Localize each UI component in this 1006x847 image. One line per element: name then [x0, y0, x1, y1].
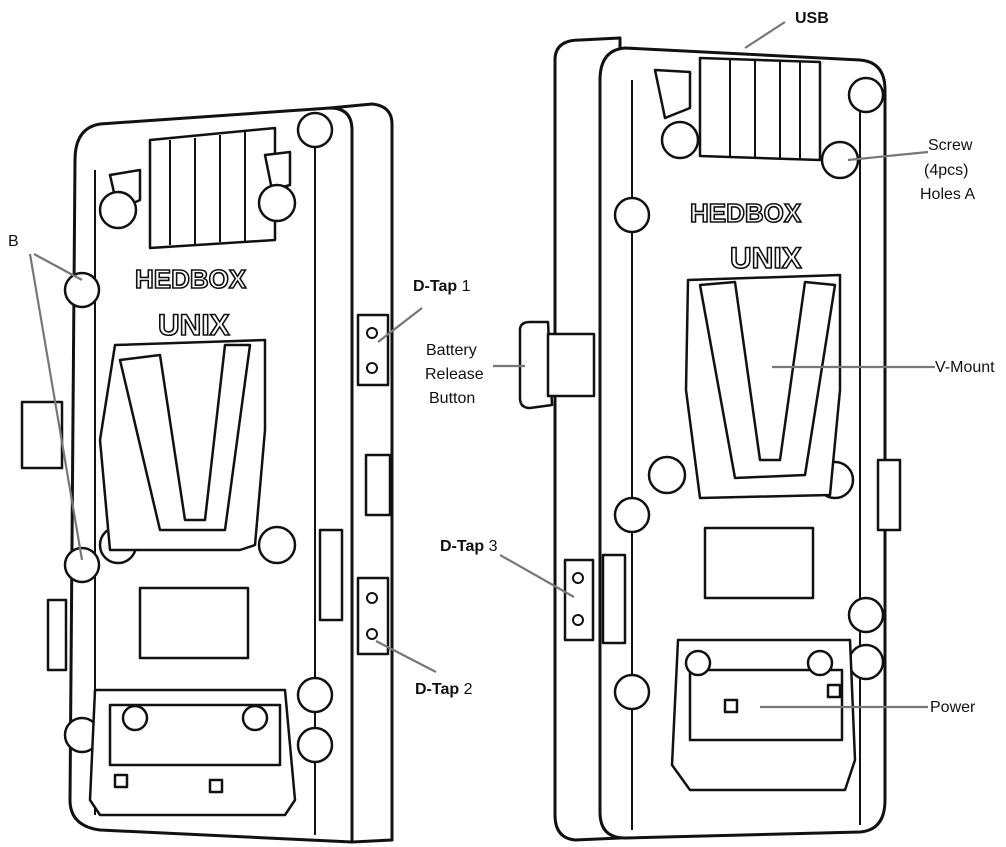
- battery-label-line2: Release: [425, 366, 484, 383]
- right-screw-hole-bottom-left: [647, 455, 687, 495]
- right-vmount-wedge: [698, 280, 837, 480]
- dtap3-label: D-Tap 3: [440, 538, 498, 555]
- left-b-hole-top: [63, 271, 101, 309]
- usb-label: USB: [795, 10, 829, 27]
- battery-label-line1: Battery: [426, 342, 477, 359]
- dtap3-leader: [499, 554, 575, 598]
- left-release-button: [20, 400, 64, 470]
- left-model: UNIX: [158, 309, 230, 342]
- left-vmount-wedge: [118, 343, 252, 532]
- usb-leader: [744, 21, 786, 49]
- right-screw-hole-top-left: [660, 120, 700, 160]
- battery-label-line3: Button: [429, 390, 475, 407]
- left-top-clip: [148, 126, 277, 250]
- right-release-button: [518, 320, 554, 410]
- left-label-area: [138, 586, 250, 660]
- screw-label-line1: Screw: [928, 137, 973, 154]
- left-b-hole-middle: [63, 546, 101, 584]
- right-plate: HEDBOX UNIX: [518, 36, 902, 842]
- left-plate: HEDBOX UNIX: [20, 102, 394, 844]
- callouts: USB Screw (4pcs) Holes A B D-Tap 1 Batte…: [8, 10, 995, 716]
- left-screw-hole-top-right: [257, 183, 297, 223]
- left-screw-hole-top-left: [98, 190, 138, 230]
- power-label: Power: [930, 699, 976, 716]
- right-label-area: [703, 526, 815, 600]
- b-label: B: [8, 233, 19, 250]
- vmount-label: V-Mount: [935, 359, 995, 376]
- left-dtap-1: [356, 313, 390, 387]
- screw-label-line2: (4pcs): [924, 162, 968, 179]
- b-leader-bottom: [28, 253, 84, 561]
- right-logo: HEDBOX: [690, 198, 802, 228]
- screw-label-line3: Holes A: [920, 186, 975, 203]
- left-screw-hole-bottom-right: [257, 525, 297, 565]
- right-top-clip: [698, 56, 822, 162]
- b-leader-top: [33, 253, 83, 281]
- dtap1-leader: [377, 307, 423, 343]
- leader-lines: [28, 21, 935, 709]
- dtap2-leader: [375, 640, 437, 673]
- screw-leader: [847, 150, 929, 162]
- left-dtap-2: [356, 576, 390, 656]
- right-dtap-3: [563, 558, 595, 642]
- left-logo: HEDBOX: [135, 264, 247, 294]
- dtap1-label: D-Tap 1: [413, 278, 471, 295]
- right-model: UNIX: [730, 242, 802, 275]
- dtap2-label: D-Tap 2: [415, 681, 473, 698]
